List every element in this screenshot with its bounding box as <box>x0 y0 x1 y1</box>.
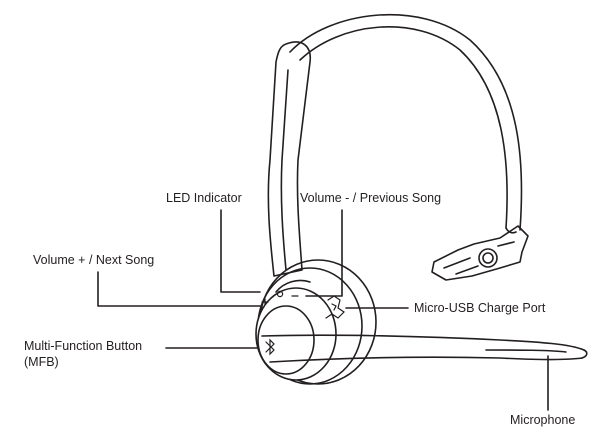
label-mfb-line1: Multi-Function Button <box>24 339 143 353</box>
stabilizer-ridge-3 <box>497 241 515 247</box>
bluetooth-icon[interactable] <box>265 338 275 356</box>
mic-boom-upper <box>261 334 585 351</box>
ear-cup-face <box>255 287 337 381</box>
plus-icon[interactable] <box>261 298 269 306</box>
label-mfb-line2: (MFB) <box>24 355 59 369</box>
leader-volume-up <box>97 271 261 307</box>
label-volume-down: Volume - / Previous Song <box>300 191 442 205</box>
ear-cup-inner <box>257 305 315 375</box>
stabilizer-button <box>478 248 498 268</box>
leader-led <box>220 209 261 293</box>
usb-port-icon[interactable] <box>325 295 345 319</box>
stabilizer-pad <box>431 225 529 281</box>
stabilizer-ridge-2 <box>455 265 479 275</box>
headband-arm <box>267 41 311 277</box>
leader-volume-down <box>305 209 343 297</box>
label-volume-up: Volume + / Next Song <box>33 253 155 267</box>
led-indicator-icon <box>276 290 284 298</box>
label-charge-port: Micro-USB Charge Port <box>414 301 546 315</box>
stabilizer-ridge-1 <box>443 257 471 269</box>
label-led-indicator: LED Indicator <box>166 191 242 205</box>
label-microphone: Microphone <box>510 413 576 427</box>
mic-boom-groove <box>485 349 567 353</box>
led-ring <box>275 279 311 293</box>
headband-inner <box>299 26 508 229</box>
stabilizer-arm <box>505 227 517 234</box>
headband-outer <box>289 14 523 231</box>
headband-arm-detail <box>280 69 289 271</box>
mic-boom-lower <box>269 356 583 363</box>
mic-tip <box>581 349 588 359</box>
